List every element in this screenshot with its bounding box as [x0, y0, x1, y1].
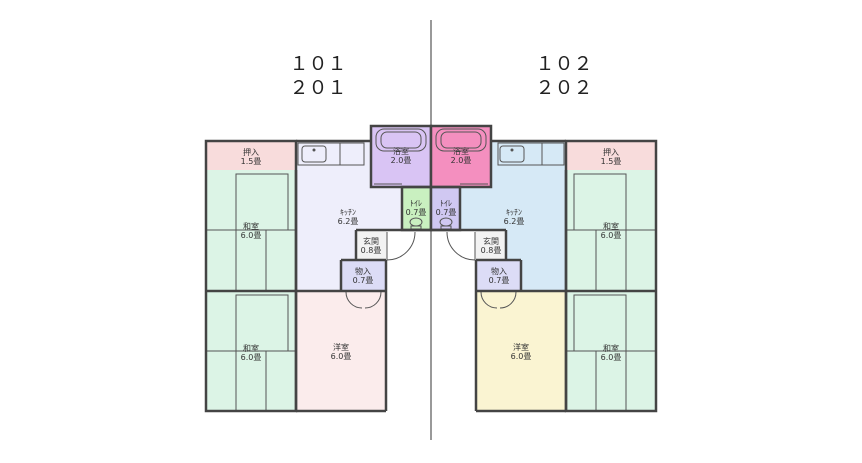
left-yoshitsu: [296, 291, 386, 411]
right-yoshitsu: [476, 291, 566, 411]
left-oshiire-name: 押入: [243, 147, 259, 157]
right-genkan-size: 0.8畳: [481, 246, 502, 255]
unit-left: 押入 1.5畳 和室 6.0畳 和室 6.0畳 ｷｯﾁﾝ 6.2畳 浴室 2.0…: [204, 124, 433, 413]
unit-label-right-line2: ２０２: [535, 77, 592, 99]
right-washitsu1-name: 和室: [603, 221, 619, 231]
right-washitsu1-size: 6.0畳: [601, 231, 622, 240]
left-yoshitsu-size: 6.0畳: [331, 352, 352, 361]
right-genkan: [475, 230, 506, 260]
left-walls: [204, 124, 433, 413]
left-tatami-lines: [206, 173, 296, 411]
left-genkan: [356, 230, 387, 260]
left-washitsu2-name: 和室: [243, 343, 259, 353]
left-bathtub-icon: [375, 128, 427, 152]
unit-label-left: １０１ ２０１: [289, 53, 346, 99]
right-bath-size: 2.0畳: [451, 156, 472, 165]
left-yoshitsu-name: 洋室: [333, 342, 349, 352]
right-washitsu2-name: 和室: [603, 343, 619, 353]
left-faucet-icon: [312, 148, 316, 152]
left-washitsu1-size: 6.0畳: [241, 231, 262, 240]
left-oshiire: [206, 141, 296, 170]
left-kutsuire-name: 物入: [355, 266, 371, 276]
right-yoshitsu-name: 洋室: [513, 342, 529, 352]
right-bath-name: 浴室: [453, 146, 469, 156]
left-kitchen-ext: [386, 187, 402, 230]
right-washitsu2-size: 6.0畳: [601, 353, 622, 362]
left-kitchen-name: ｷｯﾁﾝ: [340, 208, 356, 217]
right-toilet-size: 0.7畳: [436, 208, 457, 217]
left-oshiire-size: 1.5畳: [241, 157, 262, 166]
right-tatami-lines: [566, 173, 656, 411]
left-toilet-name: ﾄｲﾚ: [410, 199, 422, 208]
left-bath-name: 浴室: [393, 146, 409, 156]
left-entry-door-icon: [386, 231, 416, 261]
left-sink-counter: [297, 142, 365, 166]
left-kitchen-size: 6.2畳: [338, 217, 359, 226]
left-toilet: [402, 187, 431, 230]
left-kutsuire: [341, 260, 386, 291]
right-kutsuire: [476, 260, 521, 291]
left-washitsu1-name: 和室: [243, 221, 259, 231]
left-sink-icon: [301, 145, 327, 163]
right-faucet-icon: [510, 148, 514, 152]
left-bath-size: 2.0畳: [391, 156, 412, 165]
right-bathtub-icon: [435, 128, 487, 152]
left-genkan-size: 0.8畳: [361, 246, 382, 255]
right-kutsuire-name: 物入: [491, 266, 507, 276]
right-walls: [429, 124, 658, 413]
right-entry-door-icon: [446, 231, 476, 261]
right-closet-door-icon: [480, 291, 517, 309]
right-oshiire-size: 1.5畳: [601, 157, 622, 166]
right-sink-icon: [499, 145, 525, 163]
right-oshiire-name: 押入: [603, 147, 619, 157]
unit-label-left-line1: １０１: [289, 53, 346, 75]
right-kutsuire-size: 0.7畳: [489, 276, 510, 285]
unit-right: [429, 124, 658, 413]
right-oshiire: [566, 141, 656, 170]
right-toilet-name: ﾄｲﾚ: [440, 199, 452, 208]
right-kitchen-size: 6.2畳: [504, 217, 525, 226]
unit-label-right: １０２ ２０２: [535, 53, 592, 99]
left-closet-door-icon: [345, 291, 382, 309]
right-toilet: [431, 187, 460, 230]
right-labels: 押入 1.5畳 和室 6.0畳 和室 6.0畳 ｷｯﾁﾝ 6.2畳 浴室 2.0…: [436, 146, 622, 362]
right-genkan-name: 玄関: [483, 236, 499, 246]
right-sink-counter: [497, 142, 565, 166]
left-genkan-name: 玄関: [363, 236, 379, 246]
right-kitchen-name: ｷｯﾁﾝ: [506, 208, 522, 217]
unit-label-left-line2: ２０１: [289, 77, 346, 99]
left-kutsuire-size: 0.7畳: [353, 276, 374, 285]
right-yoshitsu-size: 6.0畳: [511, 352, 532, 361]
unit-label-right-line1: １０２: [535, 53, 592, 75]
left-washitsu2-size: 6.0畳: [241, 353, 262, 362]
right-kitchen-ext: [460, 187, 476, 230]
left-toilet-size: 0.7畳: [406, 208, 427, 217]
